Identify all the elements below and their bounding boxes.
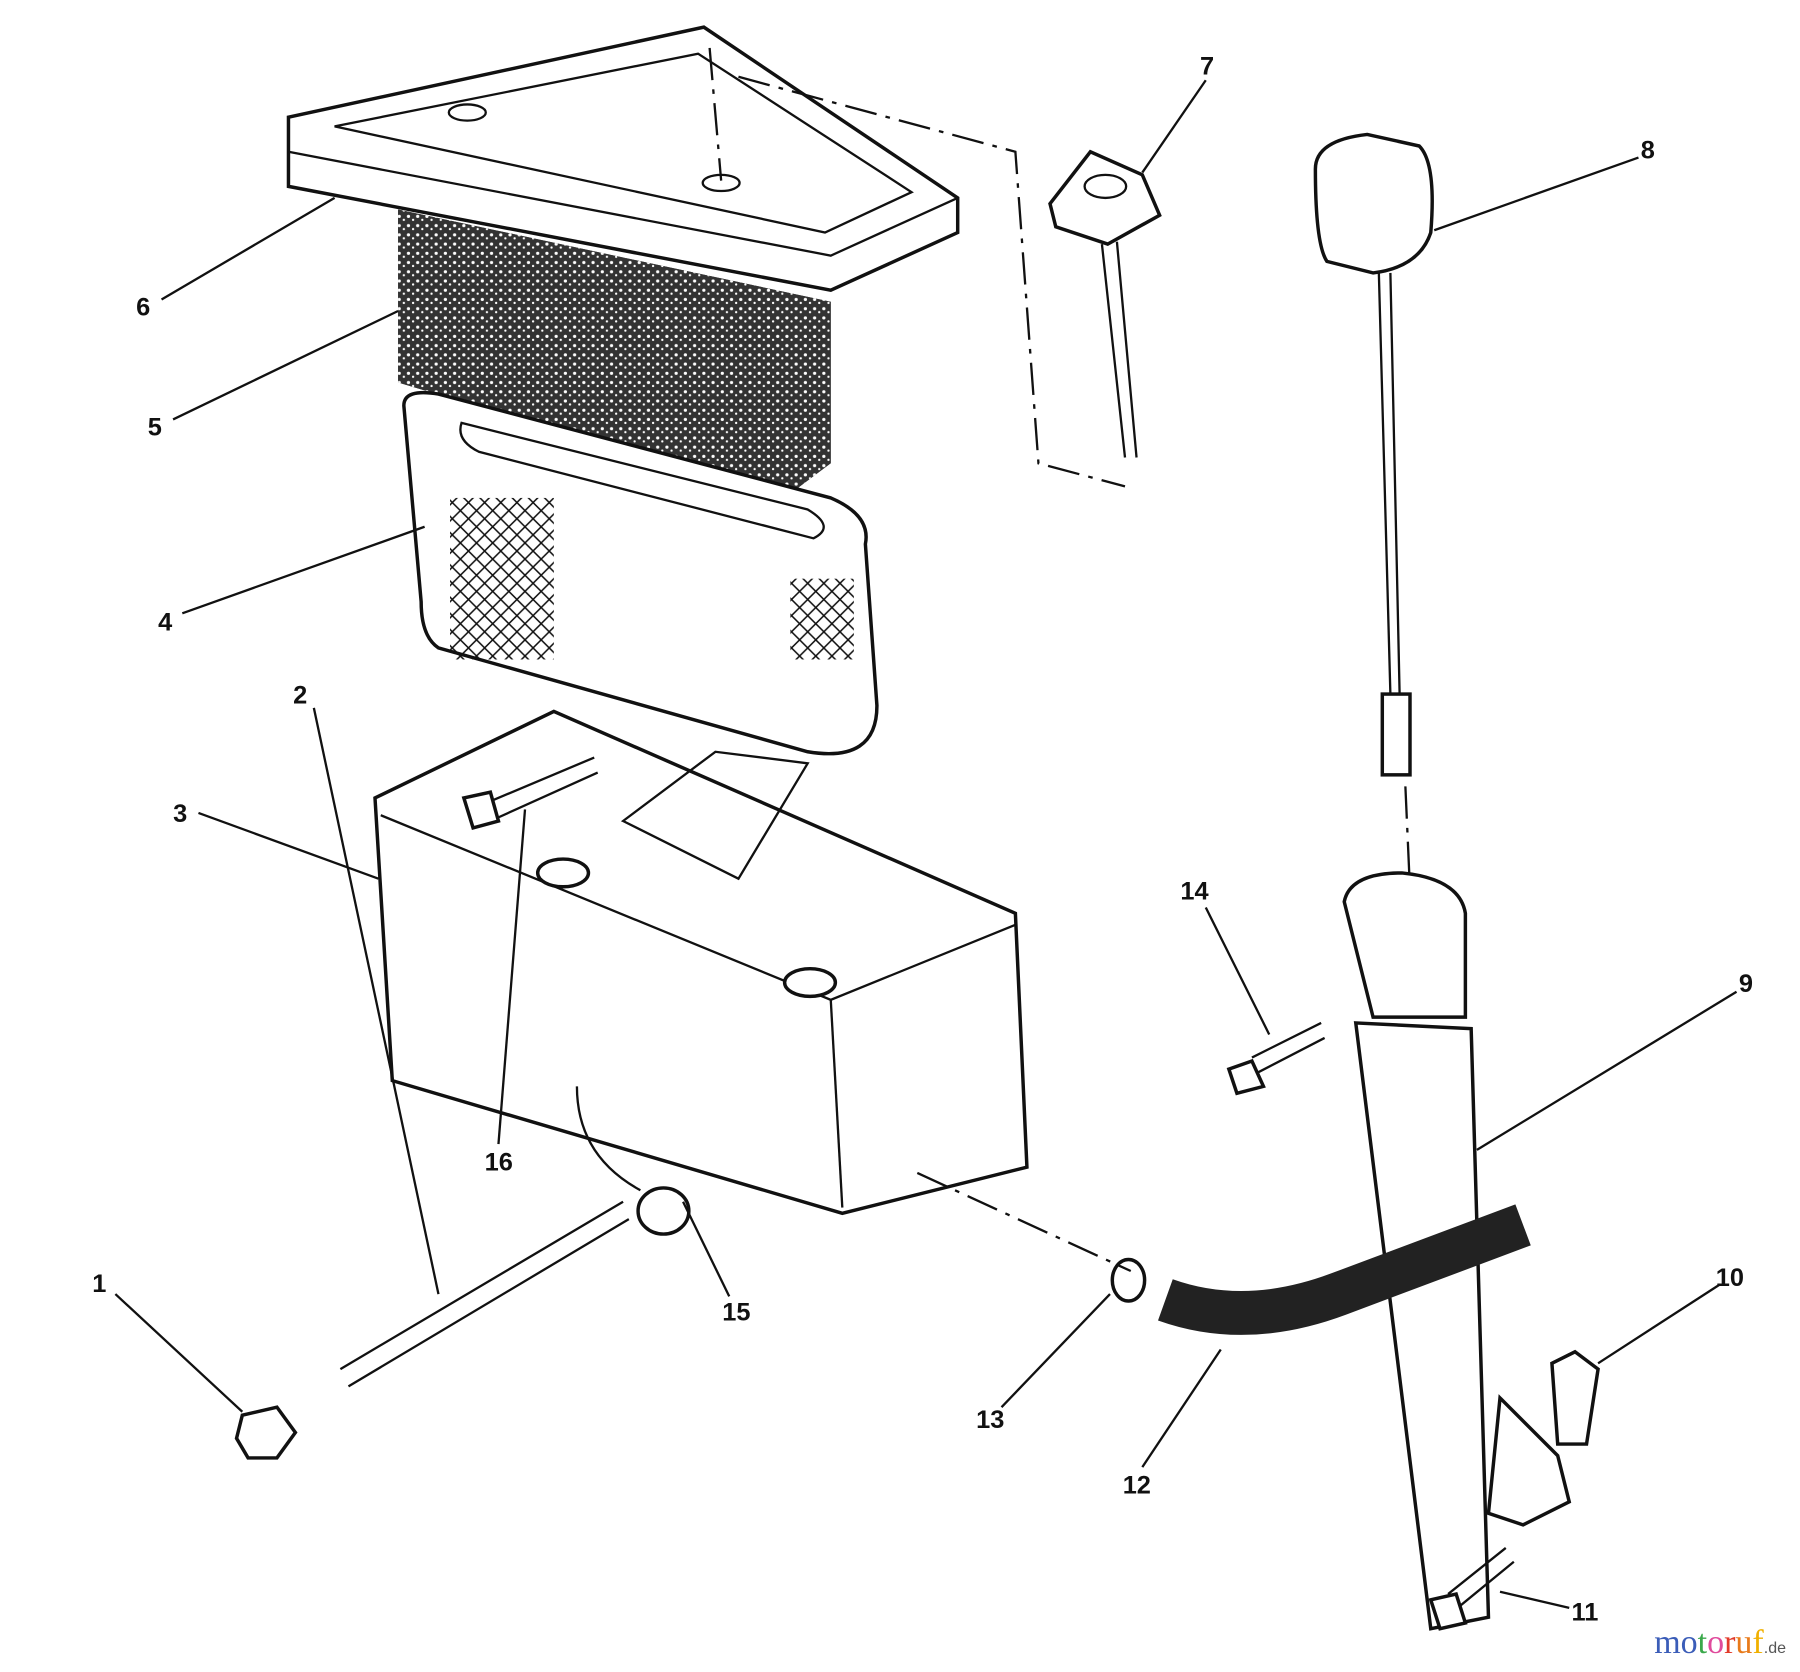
callout-1: 1 [92,1270,106,1298]
oring-13 [1110,1257,1147,1303]
clamp-10 [1550,1349,1600,1446]
watermark-letter: r [1724,1624,1736,1661]
watermark-letter: f [1752,1624,1764,1661]
paper-filter-element [402,390,879,756]
watermark-letter: t [1697,1624,1708,1661]
watermark-letter: o [1707,1624,1725,1661]
watermark-suffix: .de [1763,1640,1786,1657]
callout-13: 13 [976,1406,1004,1434]
callout-9: 9 [1739,970,1753,998]
callout-15: 15 [722,1299,750,1327]
callout-2: 2 [293,681,307,709]
callout-4: 4 [158,609,172,637]
spacer-15 [636,1186,691,1236]
watermark-logo: motoruf.de [1654,1624,1786,1662]
callout-5: 5 [148,414,162,442]
bolt-11 [1428,1547,1515,1631]
dipstick-8 [1313,132,1434,777]
nut-1 [234,1405,298,1460]
callout-7: 7 [1200,52,1214,80]
knob-7 [1048,149,1162,458]
air-cleaner-base [373,709,1029,1216]
callout-3: 3 [173,800,187,828]
callout-16: 16 [485,1149,513,1177]
callout-11: 11 [1572,1599,1599,1627]
callout-6: 6 [136,294,150,322]
watermark-letter: o [1680,1624,1698,1661]
callout-10: 10 [1716,1264,1744,1292]
callout-14: 14 [1180,877,1208,905]
hose-12 [1158,1204,1531,1335]
watermark-letter: u [1735,1624,1753,1661]
watermark-letter: m [1654,1624,1681,1661]
leader-lines [114,79,1738,1610]
foam-precleaner [398,209,831,498]
bolt-14 [1226,1021,1326,1096]
stud-2 [339,1200,630,1388]
callout-12: 12 [1123,1472,1151,1500]
air-cleaner-cover [286,25,960,293]
bolt-16 [461,756,599,831]
dipstick-tube-9 [1342,871,1572,1631]
callout-8: 8 [1641,137,1655,165]
